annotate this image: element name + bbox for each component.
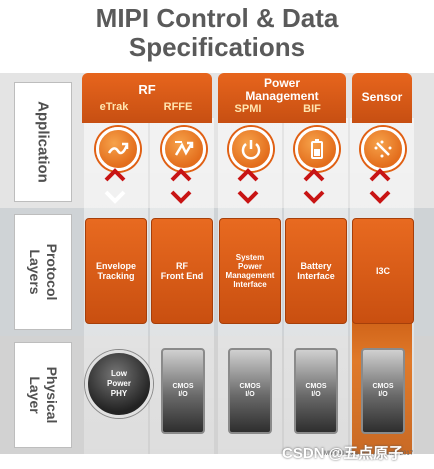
protocol-box-envelope-tracking: Envelope Tracking [85,218,147,324]
watermark: CSDN @五点原子 [282,445,404,462]
group-header-sensor: Sensor [352,73,412,123]
layer-label-text: Protocol Layers [27,243,60,301]
title-line-1: MIPI Control & Data [95,3,339,33]
layer-label-physical: Physical Layer [14,342,72,448]
cmos-io-bif: CMOS I/O [294,348,338,434]
spec-label-bif: BIF [303,103,321,115]
spec-label-rffe: RFFE [163,101,193,113]
bidirectional-arrow-icon [103,166,127,206]
protocol-box-battery-interface: Battery Interface [285,218,347,324]
layer-label-application: Application [14,82,72,202]
protocol-box-rf-front-end: RF Front End [151,218,213,324]
power-icon [229,127,273,171]
rf-arrow-icon [162,127,206,171]
cmos-io-sensor: CMOS I/O [361,348,405,434]
protocol-box-i3c: I3C [352,218,414,324]
group-header-power: Power Management SPMI BIF [218,73,346,123]
sensor-icon [361,127,405,171]
bidirectional-arrow-icon [302,166,326,206]
trend-arrow-icon [96,127,140,171]
bidirectional-arrow-icon [368,166,392,206]
battery-icon [295,127,339,171]
bidirectional-arrow-icon [169,166,193,206]
cmos-io-spmi: CMOS I/O [228,348,272,434]
copyright-footnote: MIPI Alliance, Inc. / January 2017 [324,451,414,457]
group-title: RF [138,82,156,97]
layer-label-text: Physical Layer [27,366,60,424]
group-title: Sensor [361,90,403,104]
spec-label-etrak: eTrak [99,101,129,113]
protocol-box-spmi: System Power Management Interface [219,218,281,324]
cmos-io-rffe: CMOS I/O [161,348,205,434]
group-title: Power Management [245,76,319,103]
group-header-rf: RF eTrak RFFE [82,73,212,123]
layer-label-text: Application [34,101,52,183]
spec-label-spmi: SPMI [234,103,262,115]
title-line-2: Specifications [128,32,306,62]
bidirectional-arrow-icon [236,166,260,206]
low-power-phy: Low Power PHY [85,350,153,418]
layer-label-protocol: Protocol Layers [14,214,72,330]
